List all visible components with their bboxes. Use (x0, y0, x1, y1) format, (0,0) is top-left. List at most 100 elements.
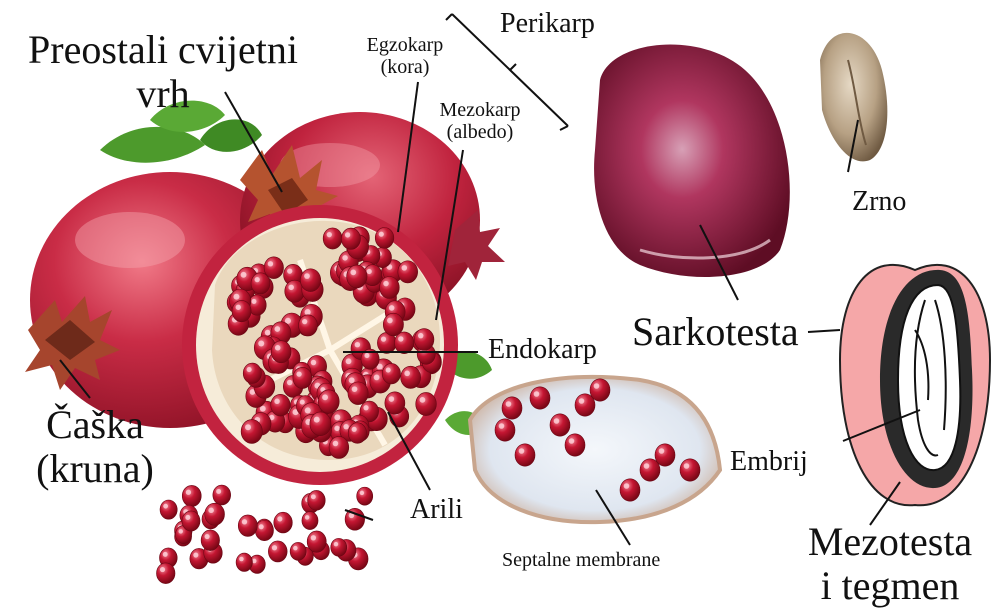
aril (323, 228, 342, 249)
aril-highlight (404, 371, 410, 377)
slice-aril-highlight (594, 383, 600, 389)
loose-aril (307, 531, 326, 552)
aril (385, 392, 405, 414)
loose-aril-highlight (160, 567, 165, 572)
slice-aril-highlight (644, 463, 650, 469)
calyx-label-line2: (kruna) (10, 449, 180, 489)
aril-highlight (418, 333, 423, 338)
aril-highlight (258, 340, 264, 346)
loose-aril-highlight (193, 552, 198, 557)
loose-aril-highlight (163, 504, 168, 509)
loose-aril-highlight (334, 542, 338, 546)
aril-highlight (296, 371, 301, 376)
slice-aril (590, 379, 610, 401)
slice-aril (515, 444, 535, 466)
exocarp-label-line2: (kora) (350, 57, 460, 77)
exocarp-label-line1: Egzokarp (350, 35, 460, 55)
aril-highlight (314, 417, 320, 423)
calyx-label-line1: Čaška (10, 405, 180, 445)
aril (382, 363, 400, 383)
loose-aril (357, 487, 373, 505)
aril-highlight (288, 285, 294, 291)
aril (243, 363, 261, 383)
aril (383, 313, 403, 336)
slice-aril-highlight (579, 398, 585, 404)
loose-aril (201, 530, 219, 551)
aril-highlight (345, 232, 350, 237)
aril (416, 392, 437, 415)
aril-highlight (260, 406, 266, 412)
aril-highlight (402, 265, 408, 271)
mesotesta-label-line2: i tegmen (785, 566, 995, 606)
seed-label: Zrno (852, 188, 906, 216)
aril (318, 390, 339, 413)
aril-highlight (287, 268, 292, 273)
seed-cross-section (840, 265, 990, 505)
loose-aril-highlight (242, 519, 247, 524)
pericarp-label: Perikarp (500, 10, 595, 38)
loose-aril (274, 512, 293, 533)
loose-aril-highlight (360, 491, 365, 496)
loose-aril-highlight (163, 552, 168, 557)
slice-aril-highlight (506, 401, 512, 407)
aril-highlight (268, 261, 273, 266)
slice-aril (502, 397, 522, 419)
aril-highlight (302, 319, 307, 324)
loose-arils (157, 485, 373, 584)
aril (293, 367, 312, 388)
slice-aril-highlight (534, 391, 540, 397)
arils-label: Arili (410, 496, 463, 524)
loose-aril (238, 515, 257, 536)
exocarp-label: Egzokarp (kora) (350, 35, 460, 77)
aril (348, 382, 368, 405)
aril (341, 228, 360, 249)
aril-highlight (387, 318, 393, 324)
slice-aril (620, 479, 640, 501)
slice-aril-highlight (569, 438, 575, 444)
aril-highlight (265, 330, 271, 336)
aril-highlight (334, 414, 340, 420)
slice-aril-highlight (499, 423, 505, 429)
slice-aril-highlight (659, 448, 665, 454)
loose-aril (182, 511, 200, 531)
loose-aril (302, 512, 318, 530)
loose-aril (236, 553, 252, 571)
aril-highlight (346, 358, 352, 364)
loose-aril-highlight (305, 515, 310, 520)
aril (398, 261, 418, 283)
calyx-label: Čaška (kruna) (10, 405, 180, 489)
loose-aril (308, 490, 326, 510)
loose-aril-highlight (239, 557, 244, 562)
aril-highlight (304, 273, 310, 279)
slice-aril (495, 419, 515, 441)
aril-highlight (287, 380, 292, 385)
aril (329, 436, 349, 458)
aril-highlight (386, 368, 391, 373)
loose-aril-highlight (272, 545, 277, 550)
aril (271, 341, 291, 363)
aril (414, 329, 434, 351)
aril-highlight (349, 377, 355, 383)
aril-highlight (364, 353, 369, 358)
aril-highlight (374, 375, 380, 381)
loose-aril-highlight (259, 524, 264, 529)
aril (251, 273, 270, 294)
aril (299, 315, 318, 336)
mesocarp-label-line2: (albedo) (420, 122, 540, 142)
aril-highlight (247, 367, 252, 372)
slice-aril (530, 387, 550, 409)
loose-aril (268, 541, 287, 562)
aril-highlight (367, 269, 372, 274)
aril-highlight (379, 232, 384, 237)
aril-highlight (355, 342, 360, 347)
aril-highlight (343, 424, 348, 429)
aril (271, 394, 290, 416)
loose-aril (331, 538, 347, 556)
slice-aril-highlight (519, 448, 525, 454)
aril-highlight (311, 360, 316, 365)
sarcotesta-label: Sarkotesta (632, 312, 799, 352)
aril-highlight (255, 277, 260, 282)
loose-aril (290, 542, 306, 560)
aril (310, 412, 331, 436)
